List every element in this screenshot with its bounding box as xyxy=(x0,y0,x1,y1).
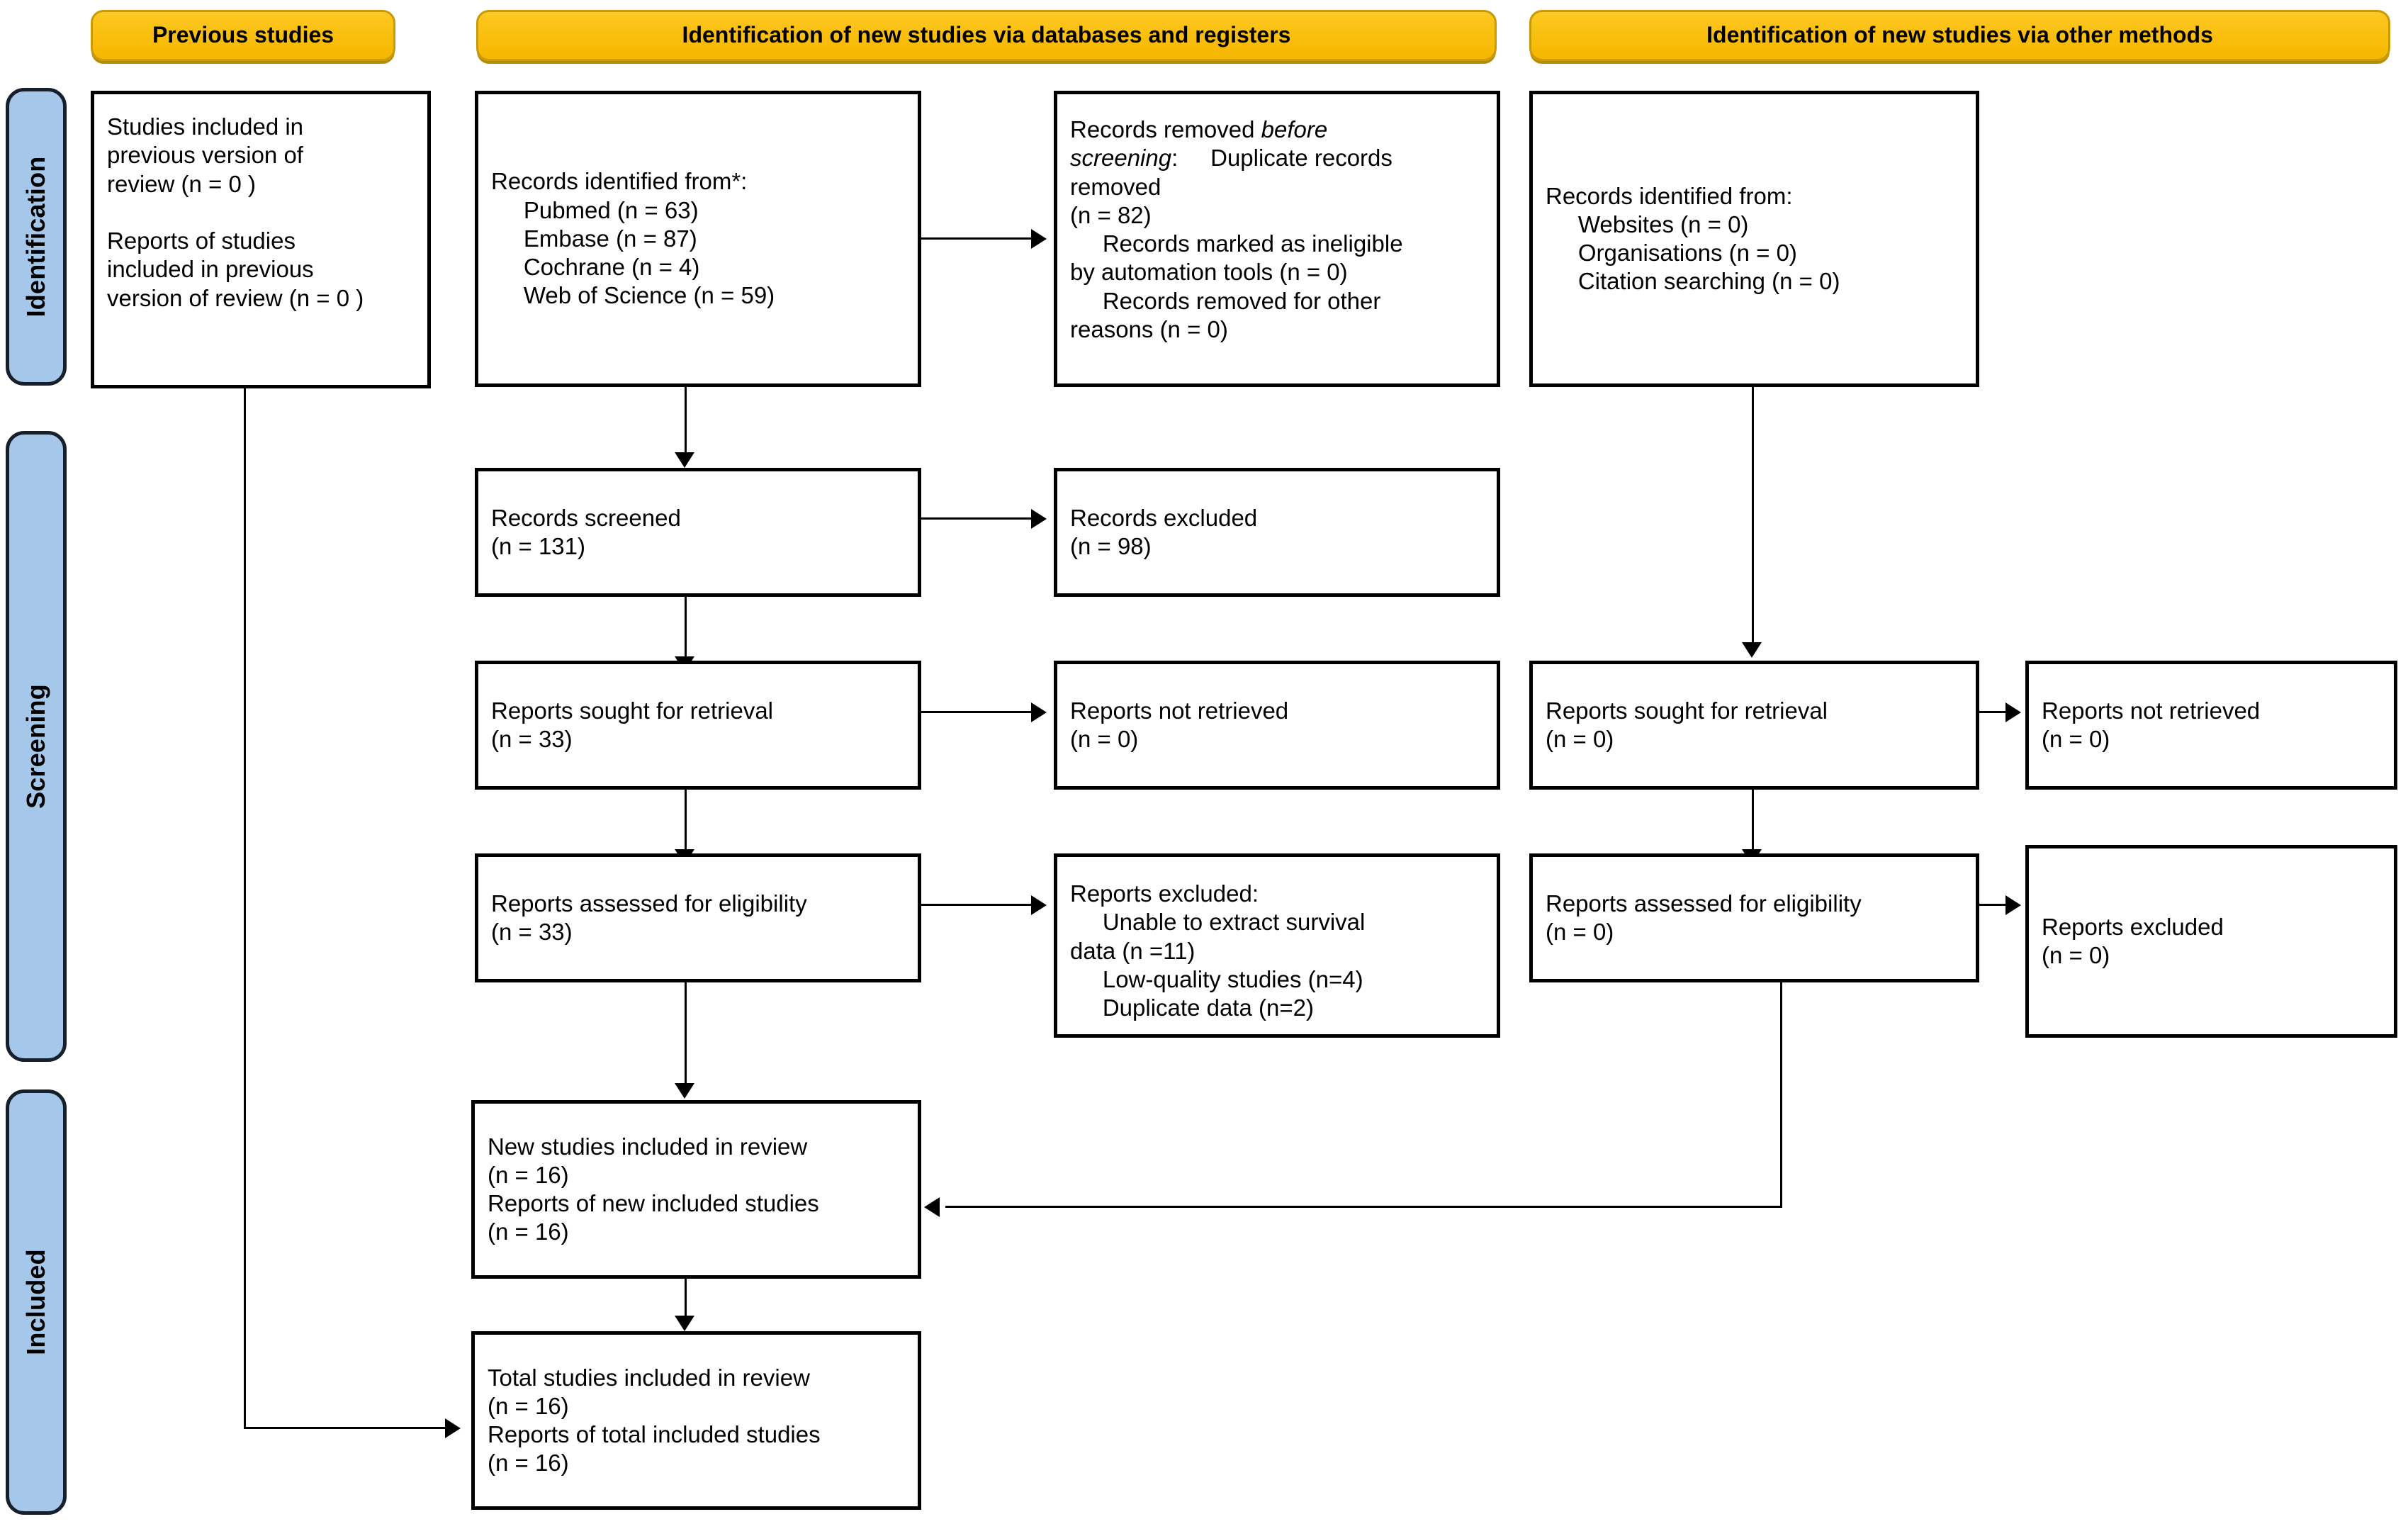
arrow-sought-to-not-retrieved-db xyxy=(1031,702,1047,722)
arrow-assessed-to-excluded-other xyxy=(2005,895,2021,915)
box-reports-excluded-other: Reports excluded (n = 0) xyxy=(2025,845,2397,1038)
connector-sought-to-assessed-other xyxy=(1752,790,1754,855)
box-records-excluded: Records excluded (n = 98) xyxy=(1054,468,1500,597)
phase-label-included: Included xyxy=(21,1249,50,1355)
connector-previous-to-total-horizontal xyxy=(244,1427,449,1429)
box-records-identified-text: Records identified from*: Pubmed (n = 63… xyxy=(491,168,775,309)
box-reports-excluded-other-text: Reports excluded (n = 0) xyxy=(2042,913,2224,968)
arrow-new-to-total-studies xyxy=(675,1316,694,1331)
connector-identified-to-screened xyxy=(685,387,687,458)
arrow-other-identified-to-sought xyxy=(1742,642,1762,658)
connector-sought-to-not-retrieved-db xyxy=(921,711,1035,713)
box-new-studies-included-text: New studies included in review (n = 16) … xyxy=(488,1133,819,1245)
box-records-identified-from-other-methods: Records identified from: Websites (n = 0… xyxy=(1529,91,1979,387)
box-reports-excluded-databases: Reports excluded: Unable to extract surv… xyxy=(1054,853,1500,1038)
connector-screened-to-sought xyxy=(685,597,687,662)
box-reports-assessed-for-eligibility-databases: Reports assessed for eligibility (n = 33… xyxy=(475,853,921,982)
box-new-studies-included-in-review: New studies included in review (n = 16) … xyxy=(471,1100,921,1279)
arrow-previous-to-total xyxy=(445,1418,461,1438)
box-reports-not-retrieved-other-text: Reports not retrieved (n = 0) xyxy=(2042,697,2261,752)
connector-identified-to-removed xyxy=(921,237,1035,240)
box-reports-excluded-db-text: Reports excluded: Unable to extract surv… xyxy=(1070,880,1366,1021)
records-removed-line1-italic: before xyxy=(1261,116,1328,142)
records-removed-line2-italic: screening xyxy=(1070,145,1172,172)
box-reports-assessed-db-text: Reports assessed for eligibility (n = 33… xyxy=(491,890,807,945)
arrow-screened-to-excluded xyxy=(1031,509,1047,529)
box-reports-sought-for-retrieval-databases: Reports sought for retrieval (n = 33) xyxy=(475,661,921,790)
column-header-previous-studies-label: Previous studies xyxy=(152,22,334,48)
arrow-sought-to-not-retrieved-other xyxy=(2005,702,2021,722)
box-records-screened: Records screened (n = 131) xyxy=(475,468,921,597)
box-reports-sought-other-text: Reports sought for retrieval (n = 0) xyxy=(1546,697,1828,752)
box-previous-studies-text: Studies included in previous version of … xyxy=(107,113,364,311)
arrow-assessed-to-excluded-db xyxy=(1031,895,1047,915)
box-records-screened-text: Records screened (n = 131) xyxy=(491,504,681,559)
column-header-other-methods: Identification of new studies via other … xyxy=(1529,10,2390,61)
box-records-identified-from-databases: Records identified from*: Pubmed (n = 63… xyxy=(475,91,921,387)
phase-bar-identification: Identification xyxy=(6,88,67,386)
column-header-previous-studies: Previous studies xyxy=(91,10,395,61)
arrow-other-to-new-studies xyxy=(924,1197,940,1217)
box-reports-assessed-other-text: Reports assessed for eligibility (n = 0) xyxy=(1546,890,1862,945)
column-header-databases-label: Identification of new studies via databa… xyxy=(682,22,1291,48)
connector-sought-to-not-retrieved-other xyxy=(1979,711,2009,713)
connector-other-to-new-studies-horizontal xyxy=(945,1206,1782,1208)
connector-other-to-new-studies-vertical xyxy=(1780,982,1782,1208)
records-removed-line2-post: : xyxy=(1171,145,1178,172)
connector-sought-to-assessed-db xyxy=(685,790,687,855)
box-reports-sought-db-text: Reports sought for retrieval (n = 33) xyxy=(491,697,774,752)
arrow-identified-to-removed xyxy=(1031,229,1047,249)
column-header-databases: Identification of new studies via databa… xyxy=(476,10,1497,61)
box-records-removed-text: Records removed before screening: Duplica… xyxy=(1070,116,1484,344)
phase-label-screening: Screening xyxy=(21,684,50,809)
connector-other-identified-to-sought xyxy=(1752,387,1754,648)
phase-bar-included: Included xyxy=(6,1089,67,1515)
box-studies-included-in-previous-version: Studies included in previous version of … xyxy=(91,91,431,388)
box-reports-not-retrieved-other: Reports not retrieved (n = 0) xyxy=(2025,661,2397,790)
box-reports-assessed-for-eligibility-other: Reports assessed for eligibility (n = 0) xyxy=(1529,853,1979,982)
connector-assessed-to-excluded-db xyxy=(921,904,1035,906)
box-records-excluded-text: Records excluded (n = 98) xyxy=(1070,504,1258,559)
box-records-removed-before-screening: Records removed before screening: Duplica… xyxy=(1054,91,1500,387)
box-total-studies-included-in-review: Total studies included in review (n = 16… xyxy=(471,1331,921,1510)
records-removed-rest: Duplicate records removed (n = 82) Recor… xyxy=(1070,145,1403,342)
arrow-identified-to-screened xyxy=(675,452,694,468)
box-reports-not-retrieved-databases: Reports not retrieved (n = 0) xyxy=(1054,661,1500,790)
connector-new-to-total-studies xyxy=(685,1279,687,1321)
column-header-other-methods-label: Identification of new studies via other … xyxy=(1706,22,2213,48)
box-reports-not-retrieved-db-text: Reports not retrieved (n = 0) xyxy=(1070,697,1289,752)
records-removed-line1-pre: Records removed xyxy=(1070,116,1261,142)
box-records-identified-other-text: Records identified from: Websites (n = 0… xyxy=(1546,182,1840,295)
connector-previous-to-total-vertical xyxy=(244,388,246,1428)
connector-assessed-to-new-studies xyxy=(685,982,687,1089)
box-total-studies-included-text: Total studies included in review (n = 16… xyxy=(488,1364,821,1477)
connector-assessed-to-excluded-other xyxy=(1979,904,2009,906)
phase-label-identification: Identification xyxy=(21,156,50,318)
box-reports-sought-for-retrieval-other: Reports sought for retrieval (n = 0) xyxy=(1529,661,1979,790)
phase-bar-screening: Screening xyxy=(6,431,67,1062)
connector-screened-to-excluded xyxy=(921,517,1035,520)
arrow-assessed-to-new-studies xyxy=(675,1083,694,1099)
